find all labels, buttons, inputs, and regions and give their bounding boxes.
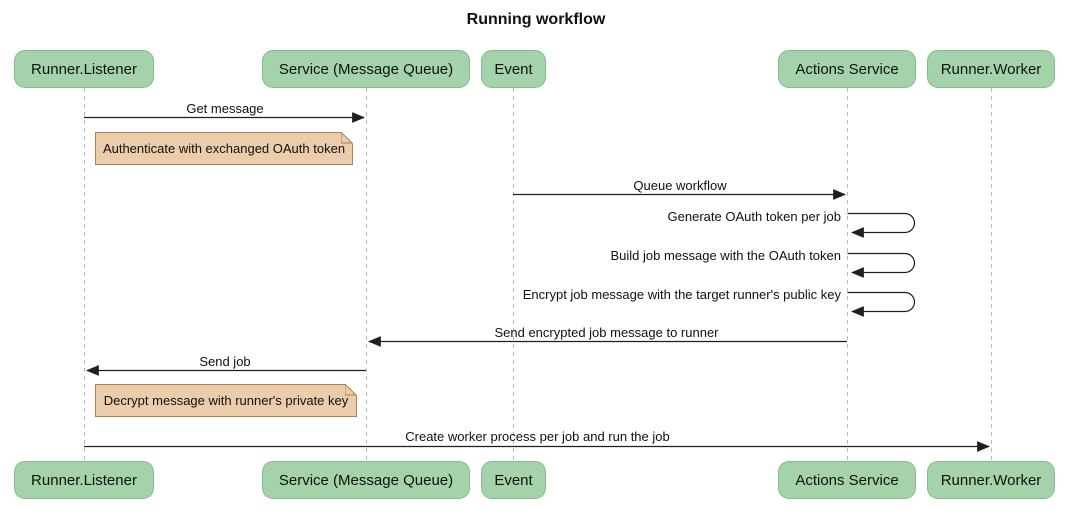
note-decrypt-private-key: Decrypt message with runner's private ke… xyxy=(95,384,357,417)
message-label-send-job: Send job xyxy=(199,354,251,369)
participant-label: Service (Message Queue) xyxy=(278,471,454,489)
message-label-send-encrypted-job-message: Send encrypted job message to runner xyxy=(494,325,719,340)
message-label-encrypt-job-message: Encrypt job message with the target runn… xyxy=(522,287,841,302)
participant-bottom-runner-worker: Runner.Worker xyxy=(927,461,1055,499)
note-fold-icon xyxy=(341,132,353,144)
participant-top-event: Event xyxy=(481,50,546,88)
note-text: Authenticate with exchanged OAuth token xyxy=(102,141,346,156)
message-label-get-message: Get message xyxy=(186,101,264,116)
self-loop-encrypt-job-message xyxy=(847,291,916,317)
participant-label: Runner.Listener xyxy=(31,60,137,78)
participant-top-runner-worker: Runner.Worker xyxy=(927,50,1055,88)
message-label-generate-oauth-token: Generate OAuth token per job xyxy=(667,209,841,224)
note-authenticate-oauth: Authenticate with exchanged OAuth token xyxy=(95,132,353,165)
participant-top-actions-service: Actions Service xyxy=(778,50,916,88)
participant-bottom-actions-service: Actions Service xyxy=(778,461,916,499)
participant-label: Runner.Worker xyxy=(940,471,1042,489)
note-fold-icon xyxy=(345,384,357,396)
participant-label: Service (Message Queue) xyxy=(278,60,454,78)
participant-bottom-event: Event xyxy=(481,461,546,499)
participant-bottom-runner-listener: Runner.Listener xyxy=(14,461,154,499)
participant-top-service-message-queue: Service (Message Queue) xyxy=(262,50,470,88)
self-loop-build-job-message xyxy=(847,252,916,278)
participant-label: Event xyxy=(494,471,533,489)
message-label-create-worker-process: Create worker process per job and run th… xyxy=(405,429,670,444)
message-label-build-job-message: Build job message with the OAuth token xyxy=(610,248,841,263)
participant-top-runner-listener: Runner.Listener xyxy=(14,50,154,88)
participant-label: Runner.Worker xyxy=(940,60,1042,78)
diagram-title: Running workflow xyxy=(466,11,606,28)
participant-bottom-service-message-queue: Service (Message Queue) xyxy=(262,461,470,499)
participant-label: Runner.Listener xyxy=(31,471,137,489)
participant-label: Actions Service xyxy=(795,60,899,78)
participant-label: Event xyxy=(494,60,533,78)
message-arrows xyxy=(84,112,991,452)
note-text: Decrypt message with runner's private ke… xyxy=(103,393,349,408)
self-loop-generate-oauth-token xyxy=(847,212,916,238)
lifelines xyxy=(84,88,992,461)
participant-label: Actions Service xyxy=(795,471,899,489)
message-label-queue-workflow: Queue workflow xyxy=(633,178,727,193)
